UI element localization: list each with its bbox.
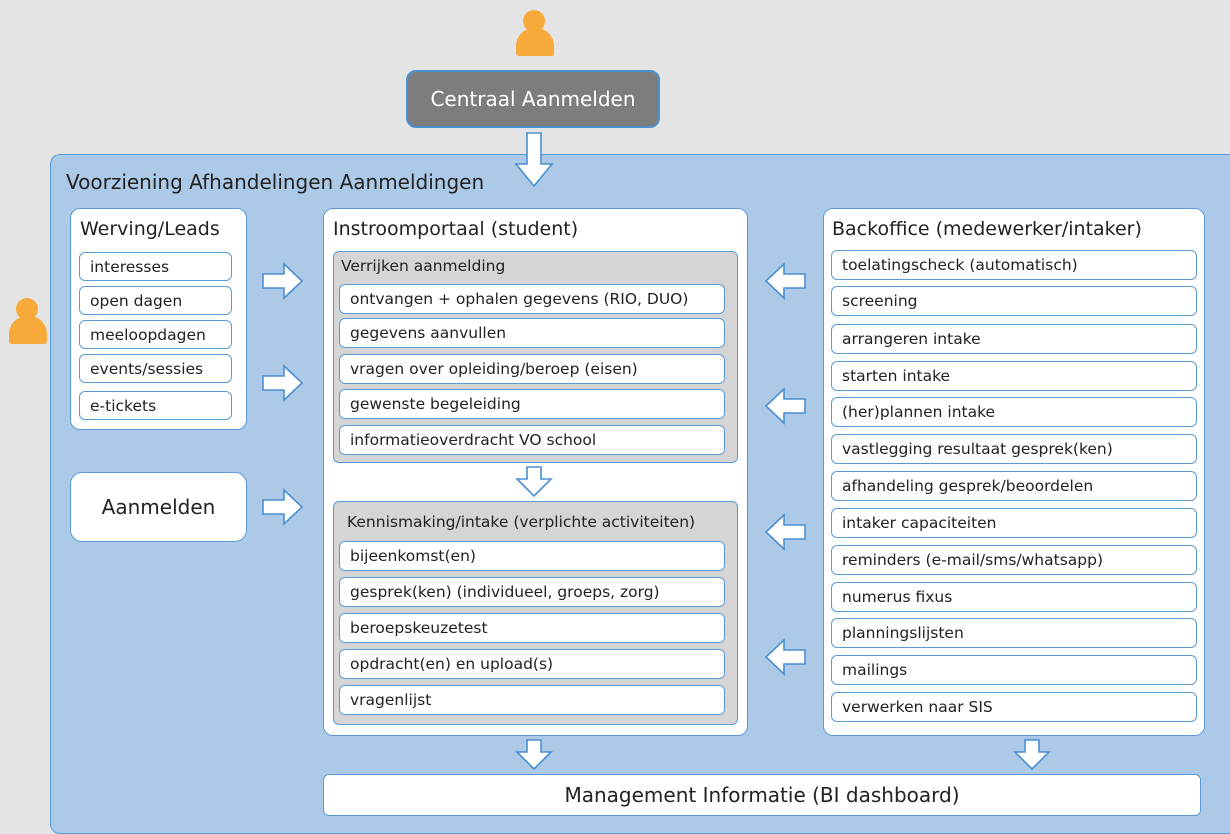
person-icon-left — [8, 298, 48, 344]
backoffice-item-mailings[interactable]: mailings — [831, 655, 1197, 685]
container-title: Voorziening Afhandelingen Aanmeldingen — [66, 170, 485, 194]
centraal-aanmelden-box[interactable]: Centraal Aanmelden — [406, 70, 660, 128]
backoffice-item-vastlegging[interactable]: vastlegging resultaat gesprek(ken) — [831, 434, 1197, 464]
kennismaking-item-opdracht[interactable]: opdracht(en) en upload(s) — [339, 649, 725, 679]
backoffice-title: Backoffice (medewerker/intaker) — [832, 218, 1142, 240]
person-icon-top — [515, 10, 555, 56]
backoffice-item-sis[interactable]: verwerken naar SIS — [831, 692, 1197, 722]
arrow-down-icon-instroom — [515, 739, 553, 771]
verrijken-title: Verrijken aanmelding — [341, 257, 506, 275]
verrijken-item-aanvullen[interactable]: gegevens aanvullen — [339, 318, 725, 348]
werving-title: Werving/Leads — [80, 218, 220, 240]
backoffice-item-starten[interactable]: starten intake — [831, 361, 1197, 391]
backoffice-item-toelatingscheck[interactable]: toelatingscheck (automatisch) — [831, 250, 1197, 280]
backoffice-item-plannen[interactable]: (her)plannen intake — [831, 397, 1197, 427]
werving-item-events[interactable]: events/sessies — [79, 354, 232, 383]
aanmelden-box[interactable]: Aanmelden — [70, 472, 247, 542]
backoffice-item-numerus-fixus[interactable]: numerus fixus — [831, 582, 1197, 612]
werving-item-open-dagen[interactable]: open dagen — [79, 286, 232, 315]
arrow-left-icon-2 — [764, 387, 806, 425]
arrow-right-icon-3 — [262, 488, 304, 526]
management-informatie-box[interactable]: Management Informatie (BI dashboard) — [323, 774, 1201, 816]
arrow-left-icon-3 — [764, 513, 806, 551]
verrijken-item-vragen[interactable]: vragen over opleiding/beroep (eisen) — [339, 354, 725, 384]
werving-item-interesses[interactable]: interesses — [79, 252, 232, 281]
arrow-left-icon-4 — [764, 638, 806, 676]
backoffice-item-planningslijsten[interactable]: planningslijsten — [831, 618, 1197, 648]
arrow-down-icon-verrijken — [515, 466, 553, 498]
backoffice-item-screening[interactable]: screening — [831, 286, 1197, 316]
kennismaking-item-vragenlijst[interactable]: vragenlijst — [339, 685, 725, 715]
arrow-down-icon-centraal — [514, 132, 554, 188]
backoffice-item-capaciteiten[interactable]: intaker capaciteiten — [831, 508, 1197, 538]
backoffice-item-reminders[interactable]: reminders (e-mail/sms/whatsapp) — [831, 545, 1197, 575]
arrow-right-icon-1 — [262, 262, 304, 300]
kennismaking-item-beroepskeuzetest[interactable]: beroepskeuzetest — [339, 613, 725, 643]
werving-item-meeloopdagen[interactable]: meeloopdagen — [79, 320, 232, 349]
kennismaking-item-gesprek[interactable]: gesprek(ken) (individueel, groeps, zorg) — [339, 577, 725, 607]
verrijken-item-ontvangen[interactable]: ontvangen + ophalen gegevens (RIO, DUO) — [339, 284, 725, 314]
kennismaking-title: Kennismaking/intake (verplichte activite… — [347, 513, 696, 531]
arrow-right-icon-2 — [262, 364, 304, 402]
kennismaking-item-bijeenkomst[interactable]: bijeenkomst(en) — [339, 541, 725, 571]
arrow-down-icon-backoffice — [1013, 739, 1051, 771]
arrow-left-icon-1 — [764, 262, 806, 300]
werving-item-e-tickets[interactable]: e-tickets — [79, 391, 232, 420]
backoffice-item-afhandeling[interactable]: afhandeling gesprek/beoordelen — [831, 471, 1197, 501]
backoffice-item-arrangeren[interactable]: arrangeren intake — [831, 324, 1197, 354]
verrijken-item-vo-school[interactable]: informatieoverdracht VO school — [339, 425, 725, 455]
verrijken-item-begeleiding[interactable]: gewenste begeleiding — [339, 389, 725, 419]
instroomportaal-title: Instroomportaal (student) — [333, 218, 579, 240]
